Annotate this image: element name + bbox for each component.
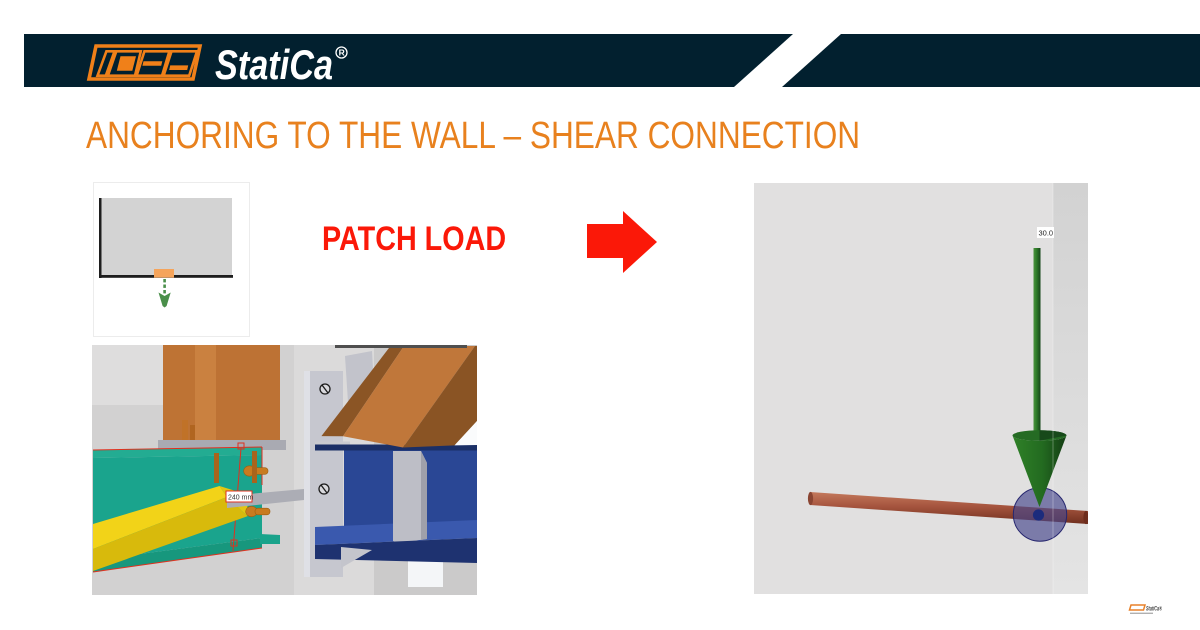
svg-text:StatiCa®: StatiCa® <box>1146 606 1162 613</box>
svg-text:30.0: 30.0 <box>1039 229 1054 238</box>
svg-text:StatiCa: StatiCa <box>215 41 333 88</box>
svg-text:R: R <box>339 48 345 58</box>
svg-text:240 mm: 240 mm <box>228 495 253 502</box>
